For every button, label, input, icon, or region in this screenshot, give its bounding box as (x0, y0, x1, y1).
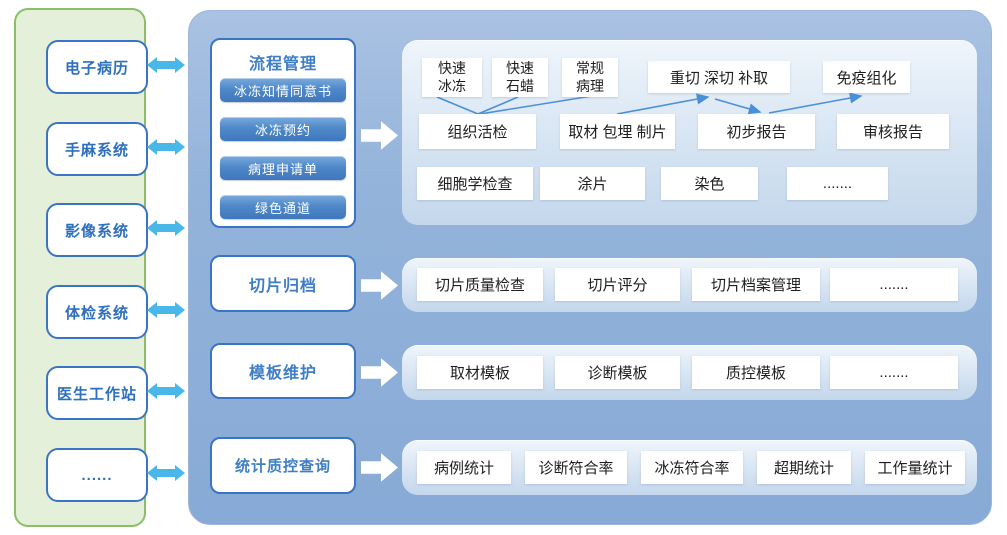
flow-box-cytology: 细胞学检查 (417, 167, 533, 200)
double-arrow-icon (147, 57, 185, 73)
section-process-management: 流程管理 冰冻知情同意书 冰冻预约 病理申请单 绿色通道 (210, 38, 356, 228)
section-template-maintenance: 模板维护 (210, 343, 356, 399)
process-flow-panel: 快速 冰冻 快速 石蜡 常规 病理 重切 深切 补取 免疫组化 组织活检 取材 … (402, 40, 977, 225)
flow-box-overdue-stats: 超期统计 (757, 451, 851, 484)
slide-archive-panel: 切片质量检查 切片评分 切片档案管理 ....... (402, 258, 977, 312)
external-systems-panel: 电子病历 手麻系统 影像系统 体检系统 医生工作站 ...... (14, 8, 148, 527)
flow-box-preliminary-report: 初步报告 (698, 114, 815, 149)
flow-box-sampling-embedding: 取材 包埋 制片 (560, 114, 675, 149)
double-arrow-icon (147, 465, 185, 481)
external-system-emr: 电子病历 (46, 40, 148, 94)
external-system-more: ...... (46, 448, 148, 502)
flow-box-text: 石蜡 (506, 77, 534, 94)
flow-box-diagnosis-template: 诊断模板 (555, 356, 680, 389)
section-slide-archive: 切片归档 (210, 255, 356, 312)
section-title: 统计质控查询 (234, 458, 331, 475)
flow-box-recut: 重切 深切 补取 (648, 61, 790, 93)
template-panel: 取材模板 诊断模板 质控模板 ....... (402, 345, 977, 400)
flow-box-slide-file-management: 切片档案管理 (692, 268, 820, 301)
flow-box-staining: 染色 (661, 167, 758, 200)
flow-box-ellipsis: ....... (830, 356, 958, 389)
flow-box-ellipsis: ....... (787, 167, 888, 200)
section-title: 模板维护 (248, 365, 317, 382)
flow-box-ihc: 免疫组化 (823, 61, 910, 93)
flow-box-frozen-accuracy: 冰冻符合率 (641, 451, 743, 484)
flow-box-text: 病理 (576, 77, 604, 94)
flow-box-slide-score: 切片评分 (555, 268, 680, 301)
flow-box-diagnosis-accuracy: 诊断符合率 (525, 451, 627, 484)
flow-box-tissue-biopsy: 组织活检 (419, 114, 536, 149)
flow-box-text: 快速 (506, 60, 534, 76)
flow-box-ellipsis: ....... (830, 268, 958, 301)
stats-panel: 病例统计 诊断符合率 冰冻符合率 超期统计 工作量统计 (402, 440, 977, 495)
flow-box-smear: 涂片 (540, 167, 645, 200)
double-arrow-icon (147, 220, 185, 236)
flow-box-text: 冰冻 (438, 77, 466, 94)
flow-box-case-stats: 病例统计 (417, 451, 511, 484)
double-arrow-icon (147, 302, 185, 318)
external-system-workstation: 医生工作站 (46, 366, 148, 420)
button-green-channel: 绿色通道 (220, 195, 346, 219)
external-system-anesthesia: 手麻系统 (46, 122, 148, 176)
external-system-checkup: 体检系统 (46, 285, 148, 339)
flow-box-sampling-template: 取材模板 (417, 356, 543, 389)
flow-box-qc-template: 质控模板 (692, 356, 820, 389)
double-arrow-icon (147, 139, 185, 155)
flow-box-workload-stats: 工作量统计 (865, 451, 965, 484)
button-frozen-consent: 冰冻知情同意书 (220, 78, 346, 102)
flow-box-review-report: 审核报告 (837, 114, 949, 149)
section-title: 流程管理 (248, 56, 317, 73)
section-stats-qc-query: 统计质控查询 (210, 437, 356, 494)
flow-box-text: 快速 (438, 60, 466, 76)
flow-box-fast-paraffin: 快速 石蜡 (492, 58, 548, 97)
button-frozen-appointment: 冰冻预约 (220, 117, 346, 141)
button-pathology-request: 病理申请单 (220, 156, 346, 180)
flow-box-routine-pathology: 常规 病理 (562, 58, 618, 97)
section-title: 切片归档 (248, 277, 317, 295)
flow-box-text: 常规 (576, 60, 604, 76)
external-system-imaging: 影像系统 (46, 203, 148, 257)
flow-box-fast-frozen: 快速 冰冻 (422, 58, 482, 97)
double-arrow-icon (147, 383, 185, 399)
flow-box-slide-quality-check: 切片质量检查 (417, 268, 543, 301)
